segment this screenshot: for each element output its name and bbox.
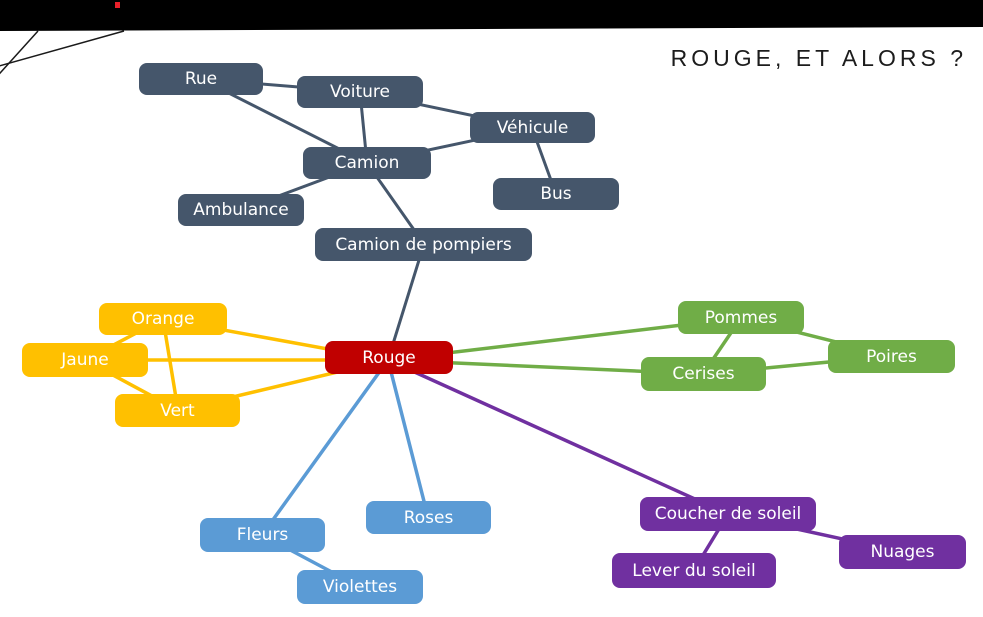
node-poires[interactable]: Poires <box>828 340 955 373</box>
node-fleurs[interactable]: Fleurs <box>200 518 325 552</box>
red-accent-dot <box>115 2 120 8</box>
node-jaune[interactable]: Jaune <box>22 343 148 377</box>
node-rouge[interactable]: Rouge <box>325 341 453 374</box>
node-lever-soleil[interactable]: Lever du soleil <box>612 553 776 588</box>
top-black-bar <box>0 0 983 31</box>
node-nuages[interactable]: Nuages <box>839 535 966 569</box>
node-camion-pompiers[interactable]: Camion de pompiers <box>315 228 532 261</box>
edge-rouge-fleurs <box>260 358 390 537</box>
node-cerises[interactable]: Cerises <box>641 357 766 391</box>
edge-camion-pompiers-rouge <box>386 242 426 362</box>
node-coucher-soleil[interactable]: Coucher de soleil <box>640 497 816 531</box>
node-ambulance[interactable]: Ambulance <box>178 194 304 226</box>
node-rue[interactable]: Rue <box>139 63 263 95</box>
node-bus[interactable]: Bus <box>493 178 619 210</box>
node-voiture[interactable]: Voiture <box>297 76 423 108</box>
decorative-diagonal-lines <box>0 30 125 75</box>
node-violettes[interactable]: Violettes <box>297 570 423 604</box>
page-title: ROUGE, ET ALORS ? <box>670 45 967 71</box>
decor-line-shallow <box>0 30 125 67</box>
node-camion[interactable]: Camion <box>303 147 431 179</box>
node-pommes[interactable]: Pommes <box>678 301 804 334</box>
node-vert[interactable]: Vert <box>115 394 240 427</box>
edge-rouge-roses <box>386 358 430 519</box>
node-roses[interactable]: Roses <box>366 501 491 534</box>
node-vehicule[interactable]: Véhicule <box>470 112 595 143</box>
decor-line-steep <box>0 30 39 75</box>
node-orange[interactable]: Orange <box>99 303 227 335</box>
edge-rouge-coucher-soleil <box>386 358 730 516</box>
